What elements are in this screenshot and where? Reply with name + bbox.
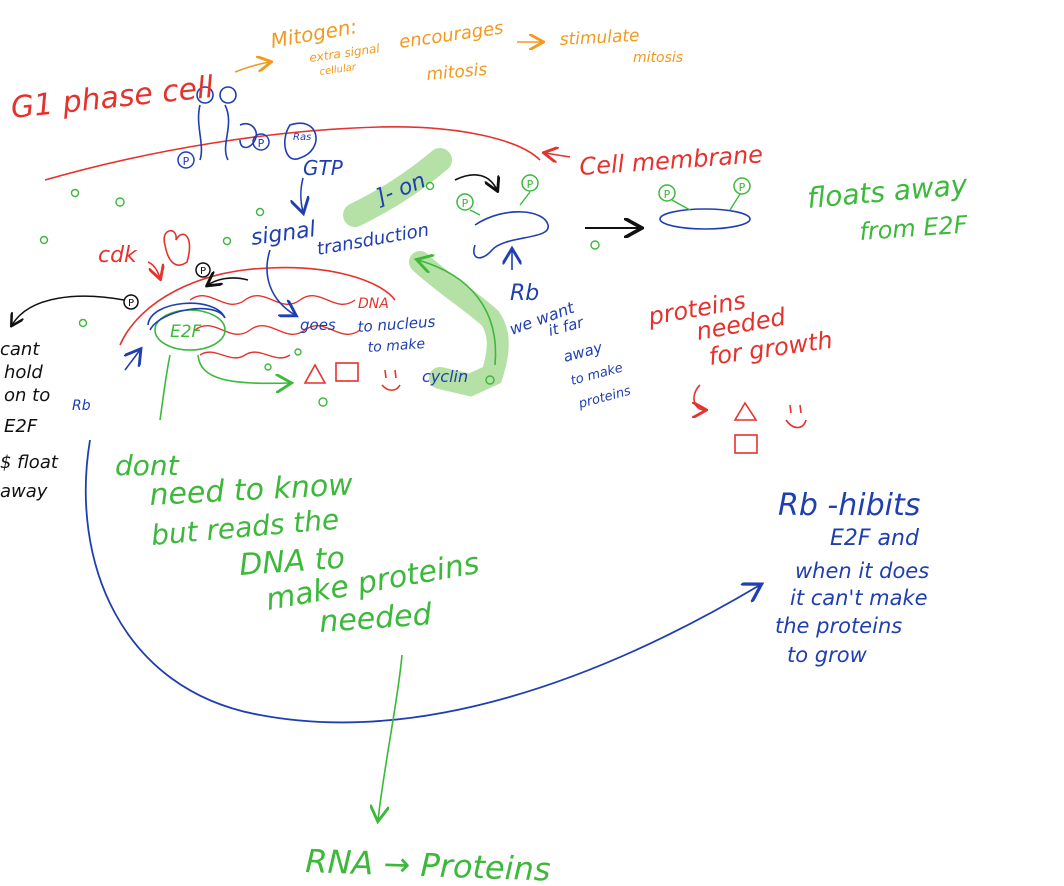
dna-strand-3 [199,351,291,359]
arrow-to-mitogen [234,62,270,73]
svg-text:P: P [128,298,134,309]
label-cant-2: hold [4,362,43,383]
arrow-cdk-phosphate [208,278,249,285]
rb-floated-shape [659,208,751,230]
label-dont-1: dont [115,449,180,482]
label-rb-hibits-1: Rb -hibits [778,488,920,523]
label-rb-hibits-2: E2F and [830,526,920,551]
bond-line [519,191,531,206]
label-stimulate: stimulate [559,26,640,50]
arrow-gtp-signal [301,177,303,212]
label-rb-small: Rb [72,398,91,414]
arrow-e2f-proteins [197,354,290,383]
arrow-proteins-growth [694,384,705,410]
label-dont-4: DNA to [238,541,346,583]
bond-line [469,209,481,216]
arrow-into-nucleus [125,350,140,371]
phosphate-icon: P [521,174,539,192]
label-rna-proteins: RNA → Proteins [305,842,552,886]
phosphate-icon: P [733,177,751,195]
rb-bound-shape [147,302,226,331]
label-mitosis-2: mitosis [633,50,683,66]
label-mitogen-def-b: cellular [319,62,358,78]
svg-text:P: P [462,197,469,210]
label-cyclin: cyclin [422,367,468,386]
svg-text:P: P [200,266,206,277]
cell-membrane-curve [44,126,541,181]
label-cell-membrane: Cell membrane [578,140,763,181]
nucleus-boundary [119,266,396,346]
label-mitogen-def-a: extra signal [308,41,381,65]
label-floats-away: floats away [806,168,969,215]
svg-text:P: P [258,137,265,150]
label-cant-3: on to [4,385,50,406]
label-we-want-4: to make [569,361,624,389]
arrow-on-rb [454,174,497,190]
label-cant-4: E2F [4,416,38,437]
label-mitosis: mitosis [426,60,488,85]
label-gtp: GTP [303,156,344,180]
protein-shapes-nucleus [303,362,401,392]
label-dont-6: needed [318,597,434,640]
arrow-cdk-label [147,261,160,278]
bond-line [671,199,691,211]
svg-text:P: P [739,181,746,194]
label-rb-hibits-6: to grow [787,643,868,667]
protein-shapes-growth [733,401,807,454]
svg-text:P: P [527,178,534,191]
label-rb: Rb [510,281,539,306]
label-rb-hibits-5: the proteins [775,614,902,638]
label-goes: goes [300,316,336,334]
arrow-membrane-label [545,153,571,157]
phosphate-icon: P [195,262,211,278]
label-to-make: to make [367,336,425,356]
phosphate-icon: P [456,193,474,211]
phosphate-icon: P [177,151,195,169]
arrow-cant-hold [12,295,125,325]
arrow-cyclin-cdk [418,260,497,366]
label-g1-cell: G1 phase cell [9,70,216,126]
label-e2f: E2F [170,322,202,342]
bond-line [729,193,741,211]
label-encourages: encourages [398,18,505,53]
cytoplasm-dots [39,181,600,407]
phosphate-icon: P [252,133,270,151]
label-cant-1: cant [0,339,40,360]
arrow-rna-proteins [378,654,403,820]
ras-icon [284,122,317,160]
label-cant-5: $ float [0,452,59,473]
label-to-nucleus: to nucleus [357,313,436,336]
dna-strand-1 [189,294,356,306]
label-cdk: cdk [98,243,138,268]
label-dna: DNA [358,296,389,312]
label-we-want-5: proteins [576,384,633,413]
arrow-e2f-down [159,354,171,421]
phosphate-icon: P [123,294,139,310]
dna-strand-2 [194,324,361,336]
label-signal: signal [249,217,317,251]
label-rb-hibits-4: it can't make [790,586,928,610]
cdk-shape [163,230,191,266]
svg-text:P: P [664,188,671,201]
arrow-signal-goes [266,249,295,315]
svg-text:P: P [183,155,190,168]
label-rb-hibits-3: when it does [795,559,929,583]
phosphate-icon: P [658,184,676,202]
label-from-e2f: from E2F [858,210,969,246]
label-cant-6: away [0,481,48,502]
rb-protein-shape [473,211,549,259]
arrow-rb-hibits-curve [84,439,760,724]
label-we-want-3: away [561,338,605,366]
receptor-icon [196,86,258,161]
label-ras: Ras [293,132,311,143]
highlight-stroke-on [343,148,452,227]
